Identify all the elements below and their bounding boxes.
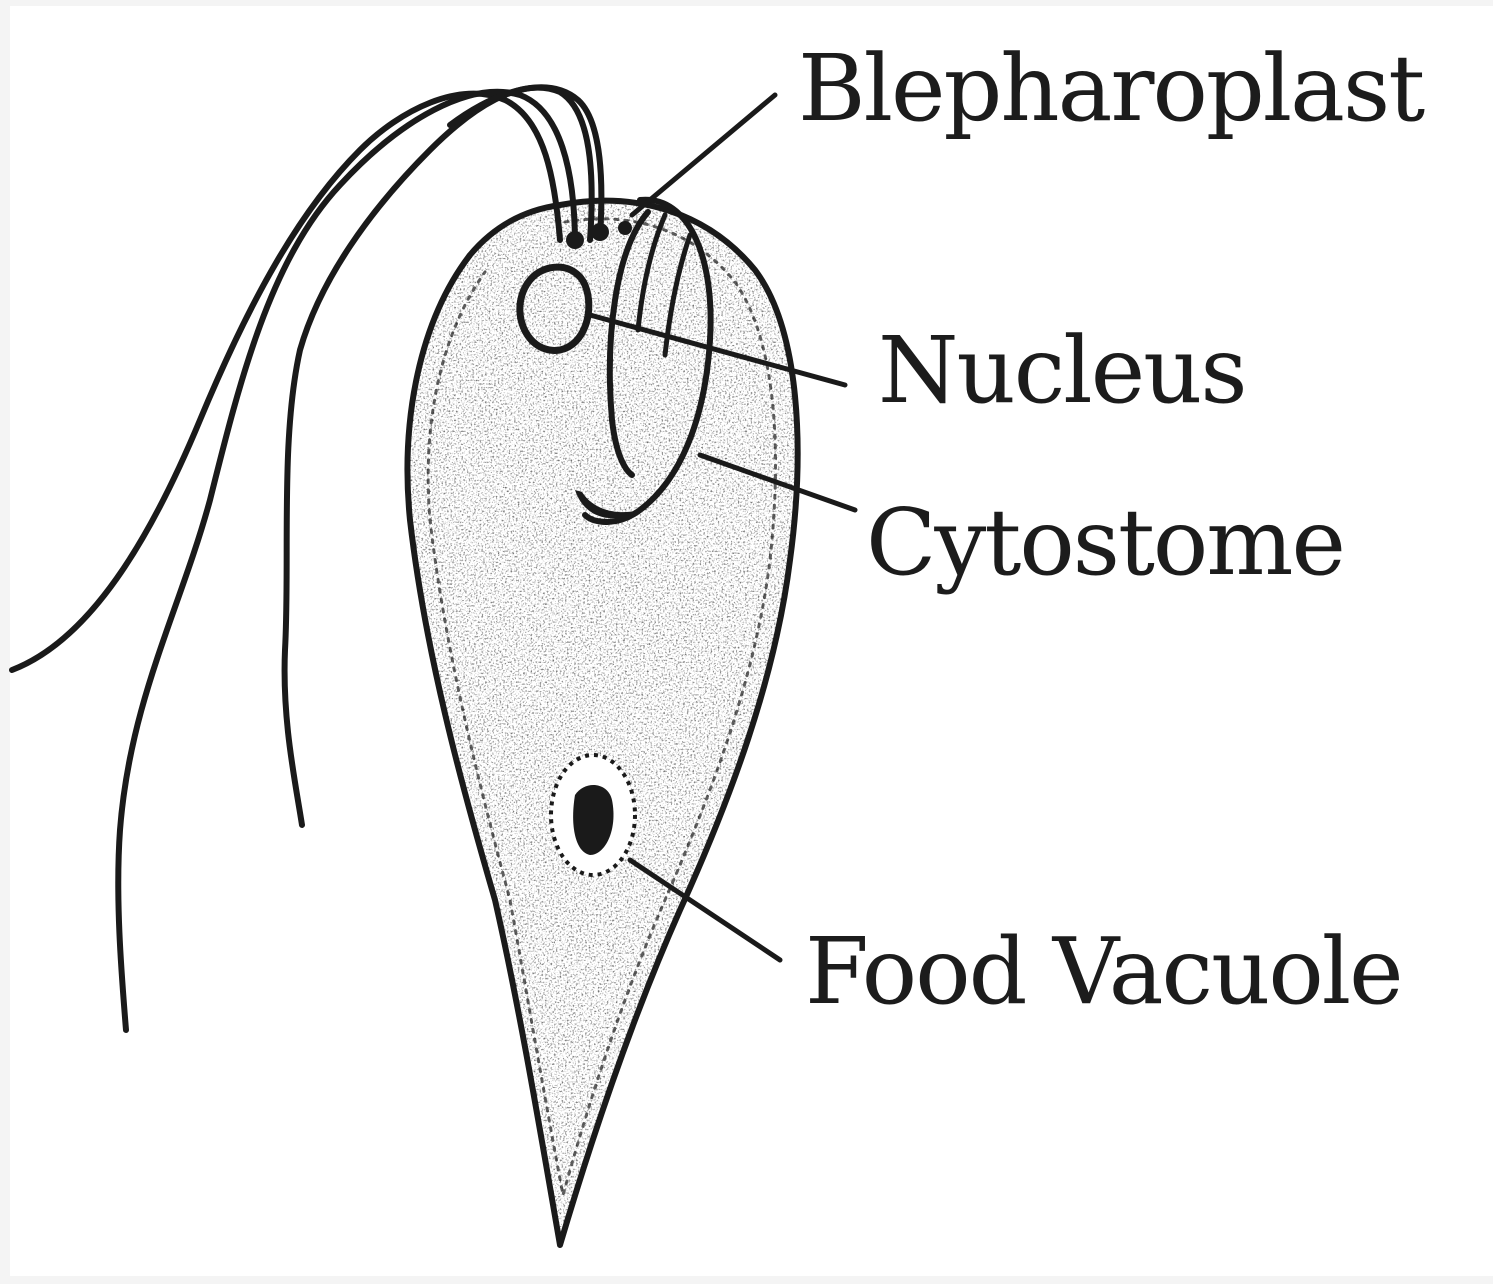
leader-blepharoplast [632,95,775,215]
label-blepharoplast: Blepharoplast [798,35,1425,142]
label-nucleus: Nucleus [878,317,1246,424]
label-food-vacuole: Food Vacuole [805,918,1402,1025]
label-cytostome: Cytostome [866,489,1344,596]
food-vacuole [551,755,635,875]
